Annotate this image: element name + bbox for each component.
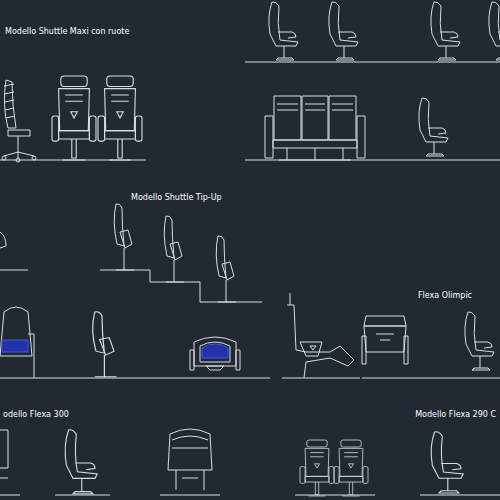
model-label: Flexa Olimpic [417,292,473,301]
model-label: Modello Shuttle Maxi con ruote [4,28,130,37]
model-label: odello Flexa 300 [2,411,70,420]
model-label: Modello Shuttle Tip-Up [130,194,223,203]
model-label: Modello Flexa 290 C [414,411,497,420]
